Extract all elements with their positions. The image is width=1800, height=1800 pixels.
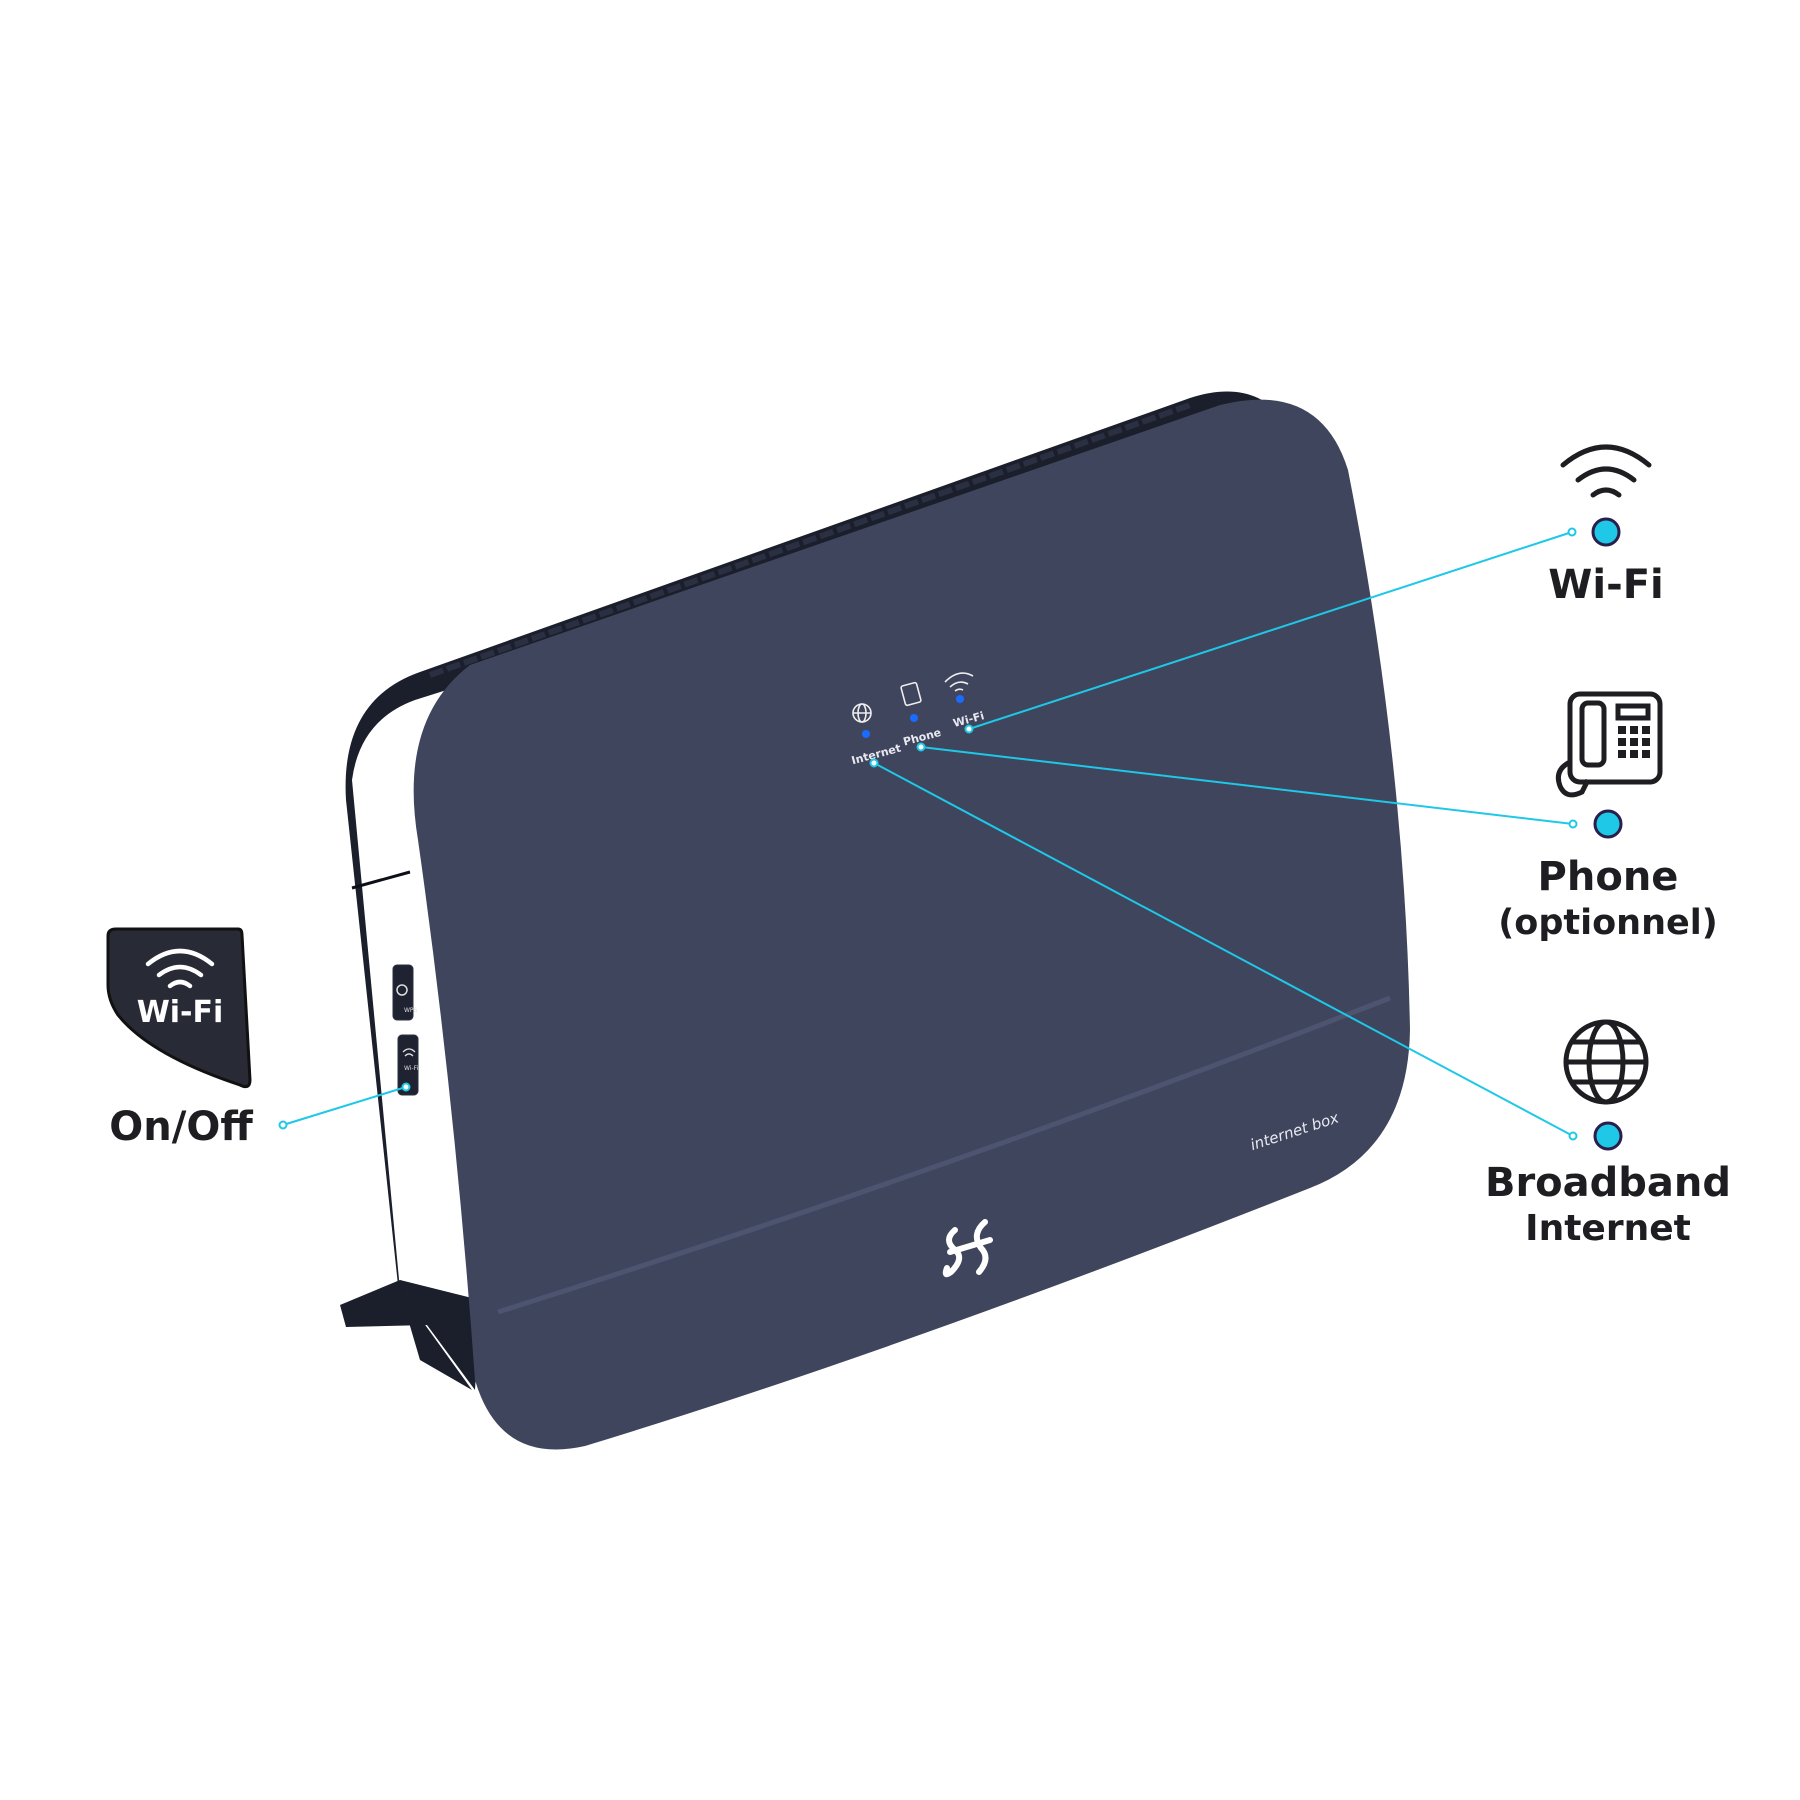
- callout-phone: Phone (optionnel): [1498, 691, 1718, 943]
- callout-label: Phone: [1538, 854, 1679, 900]
- wps-icon: [396, 984, 408, 996]
- globe-icon: [852, 703, 872, 723]
- wps-label: WPS: [404, 1007, 418, 1014]
- callout-wifi: Wi-Fi: [1548, 444, 1664, 608]
- status-dot: [1593, 1121, 1623, 1151]
- wifi-badge: [106, 927, 252, 1089]
- callout-sublabel: Internet: [1525, 1208, 1691, 1249]
- wifi-icon: [1560, 444, 1652, 498]
- callout-label: On/Off: [109, 1104, 253, 1150]
- wifi-icon: [402, 1048, 416, 1057]
- side-button-wps[interactable]: WPS: [392, 964, 418, 1021]
- led-dot: [910, 714, 918, 722]
- phone-icon: [900, 681, 922, 707]
- badge-text: Wi-Fi: [137, 995, 224, 1030]
- callout-onoff: Wi-Fi On/Off: [106, 927, 253, 1150]
- led-dot: [862, 730, 870, 738]
- side-button-wifi[interactable]: Wi-Fi: [397, 1034, 419, 1096]
- callout-internet: Broadband Internet: [1485, 1019, 1731, 1249]
- brand-logo: [942, 1219, 993, 1278]
- callout-lines: [278, 527, 1578, 1141]
- wifi-icon: [944, 672, 974, 692]
- desk-phone-icon: [1555, 691, 1663, 798]
- callout-label: Broadband: [1485, 1160, 1731, 1206]
- router-front-face: [413, 399, 1410, 1450]
- globe-icon: [1563, 1019, 1649, 1105]
- wifi-button-label: Wi-Fi: [404, 1065, 419, 1072]
- led-dot: [956, 695, 964, 703]
- callout-label: Wi-Fi: [1548, 562, 1663, 608]
- wifi-icon: [145, 948, 215, 989]
- callout-sublabel: (optionnel): [1498, 903, 1717, 943]
- status-dot: [1593, 809, 1623, 839]
- status-dot: [1591, 517, 1621, 547]
- router-stand: [340, 1280, 480, 1390]
